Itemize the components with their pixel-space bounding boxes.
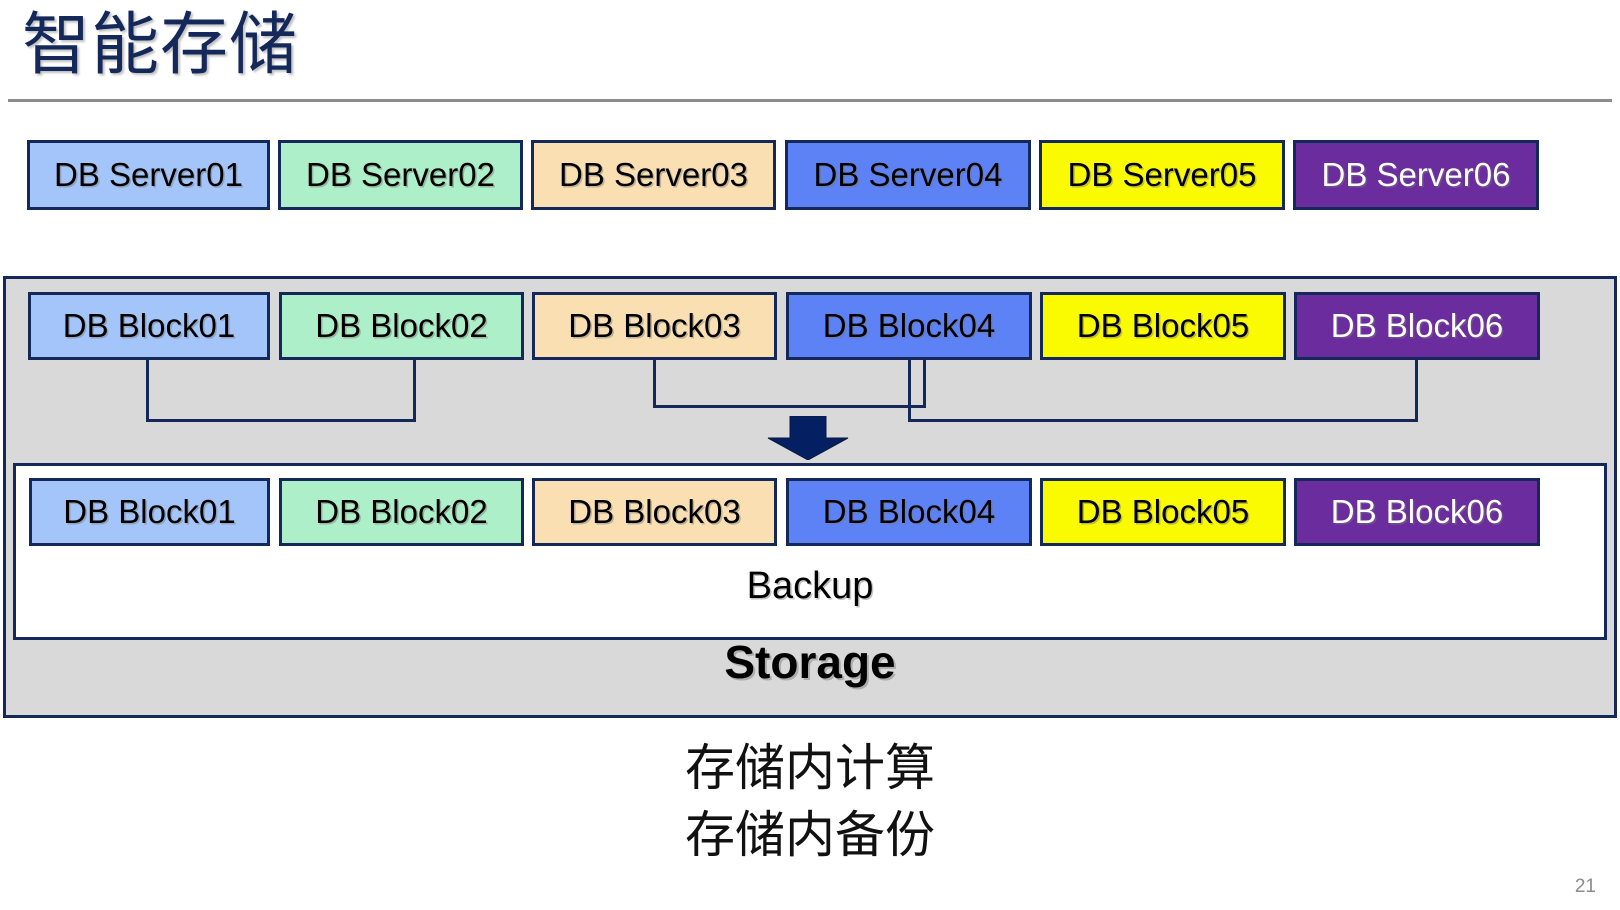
backup-label: Backup xyxy=(746,565,874,607)
db-block-backup-box-2[interactable]: DB Block02 xyxy=(279,478,524,546)
db-block-source-box-3[interactable]: DB Block03 xyxy=(532,292,777,360)
db-block-backup-box-1[interactable]: DB Block01 xyxy=(29,478,270,546)
db-server-box-2[interactable]: DB Server02 xyxy=(278,140,523,210)
db-block-source-box-5[interactable]: DB Block05 xyxy=(1040,292,1286,360)
storage-label: Storage xyxy=(724,636,896,688)
db-server-box-1[interactable]: DB Server01 xyxy=(27,140,270,210)
db-block-source-box-4[interactable]: DB Block04 xyxy=(786,292,1032,360)
page-number: 21 xyxy=(1574,876,1596,897)
title-divider xyxy=(8,99,1612,102)
connector-block01-block02 xyxy=(146,359,416,422)
db-block-backup-box-3[interactable]: DB Block03 xyxy=(532,478,777,546)
caption-line-2: 存储内备份 xyxy=(685,807,935,863)
db-server-box-5[interactable]: DB Server05 xyxy=(1039,140,1285,210)
db-server-box-6[interactable]: DB Server06 xyxy=(1293,140,1539,210)
caption-block: 存储内计算 存储内备份 xyxy=(0,735,1620,869)
db-block-backup-box-5[interactable]: DB Block05 xyxy=(1040,478,1286,546)
db-server-box-3[interactable]: DB Server03 xyxy=(531,140,776,210)
page-title: 智能存储 xyxy=(22,7,299,83)
db-block-source-box-6[interactable]: DB Block06 xyxy=(1294,292,1540,360)
caption-line-1: 存储内计算 xyxy=(685,740,935,796)
db-block-source-box-1[interactable]: DB Block01 xyxy=(28,292,270,360)
db-block-source-box-2[interactable]: DB Block02 xyxy=(279,292,524,360)
db-block-backup-box-6[interactable]: DB Block06 xyxy=(1294,478,1540,546)
connector-block04-block06 xyxy=(908,359,1418,422)
connector-block03-block04 xyxy=(653,359,926,408)
db-block-backup-box-4[interactable]: DB Block04 xyxy=(786,478,1032,546)
down-arrow-icon xyxy=(762,415,854,461)
db-server-box-4[interactable]: DB Server04 xyxy=(785,140,1031,210)
